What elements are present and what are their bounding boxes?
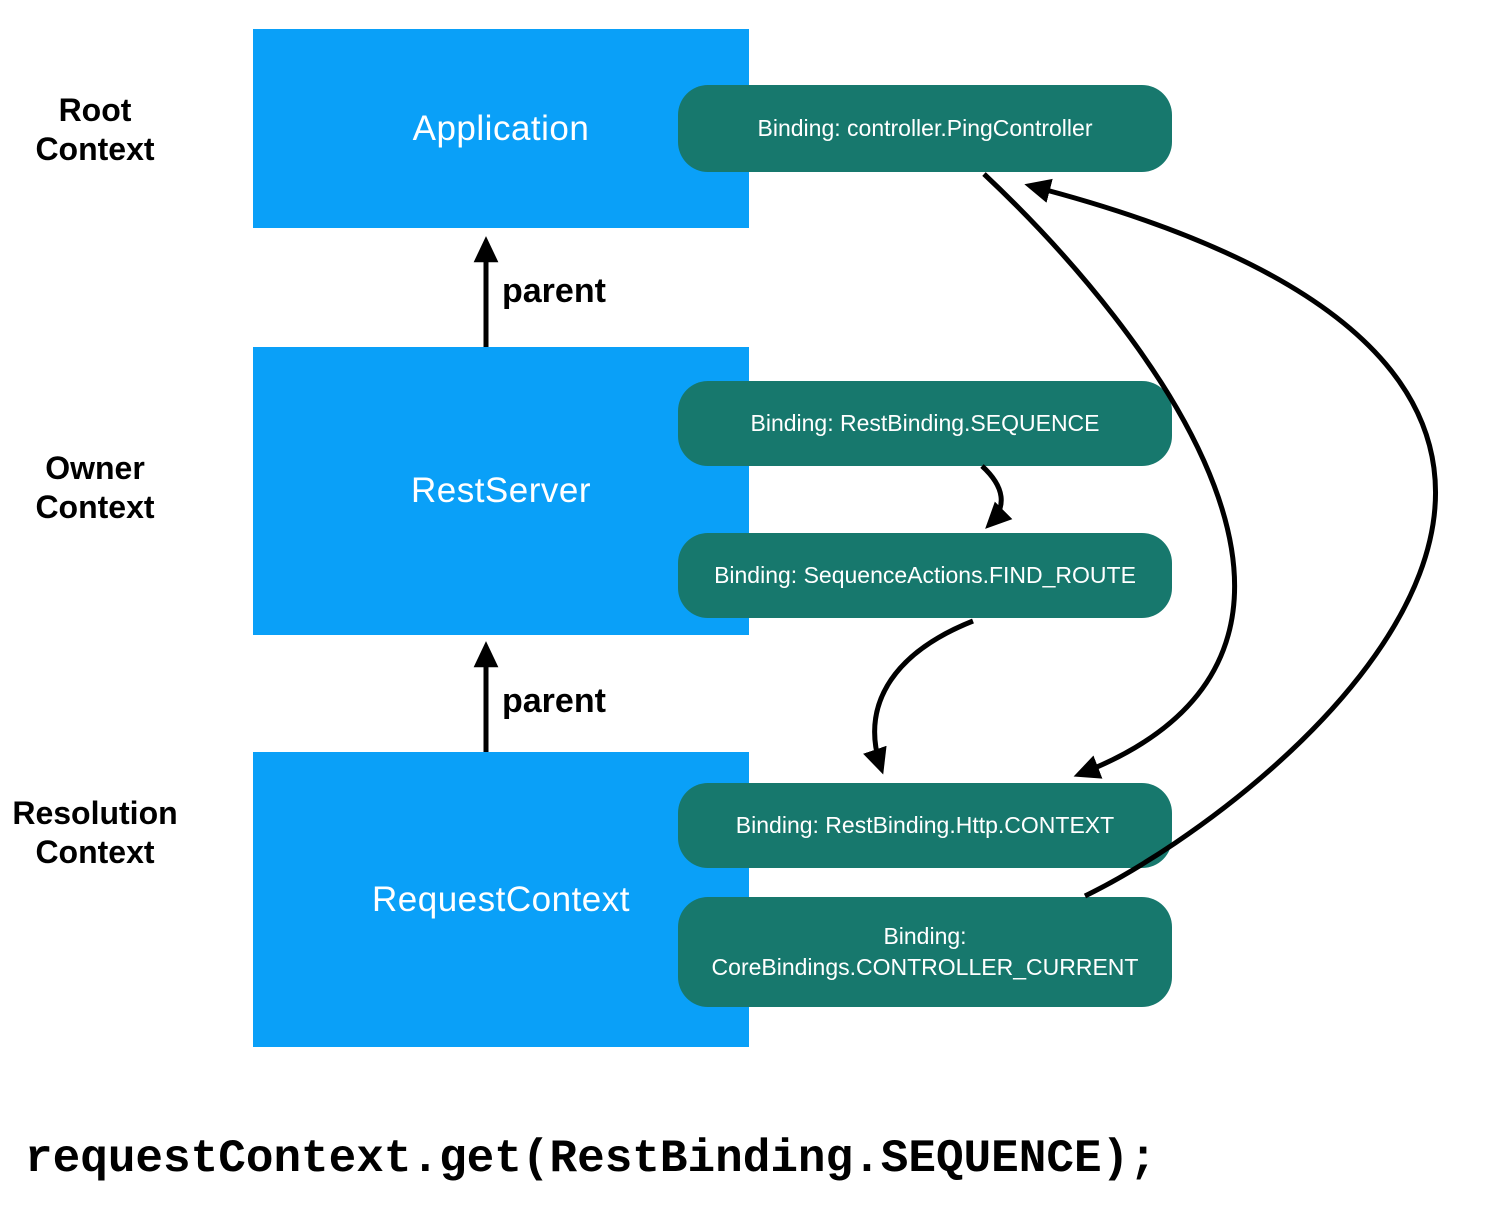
context-box-requestcontext-label: RequestContext xyxy=(372,879,630,919)
context-label-root: Root Context xyxy=(35,92,155,167)
binding-box-controller-current-label: Binding: CoreBindings.CONTROLLER_CURRENT xyxy=(711,923,1139,980)
binding-box-rest-sequence-label: Binding: RestBinding.SEQUENCE xyxy=(750,410,1100,436)
binding-box-http-context: Binding: RestBinding.Http.CONTEXT xyxy=(678,783,1172,868)
context-label-resolution: Resolution Context xyxy=(12,795,178,870)
context-box-restserver-label: RestServer xyxy=(410,471,592,510)
binding-box-ping-controller-label: Binding: controller.PingController xyxy=(757,115,1093,141)
binding-box-http-context-label: Binding: RestBinding.Http.CONTEXT xyxy=(735,812,1115,838)
parent-edge-label-1: parent xyxy=(502,272,606,310)
context-box-requestcontext: RequestContext xyxy=(253,752,749,1047)
arrow-find-route-to-http-context xyxy=(863,618,974,775)
context-box-application: Application xyxy=(253,29,749,228)
binding-box-controller-current: Binding: CoreBindings.CONTROLLER_CURRENT xyxy=(678,897,1172,1007)
context-label-owner: Owner Context xyxy=(35,450,155,525)
context-box-restserver: RestServer xyxy=(253,347,749,635)
context-box-application-label: Application xyxy=(412,108,590,148)
arrow-sequence-to-find-route xyxy=(980,464,1013,529)
binding-box-find-route-label: Binding: SequenceActions.FIND_ROUTE xyxy=(714,562,1136,588)
binding-box-ping-controller: Binding: controller.PingController xyxy=(678,85,1172,172)
binding-box-find-route: Binding: SequenceActions.FIND_ROUTE xyxy=(678,533,1172,618)
arrow-ping-controller-to-http-context xyxy=(982,172,1238,779)
binding-box-rest-sequence: Binding: RestBinding.SEQUENCE xyxy=(678,381,1172,466)
code-snippet: requestContext.get(RestBinding.SEQUENCE)… xyxy=(25,1133,1157,1185)
parent-edge-label-2: parent xyxy=(502,682,606,720)
